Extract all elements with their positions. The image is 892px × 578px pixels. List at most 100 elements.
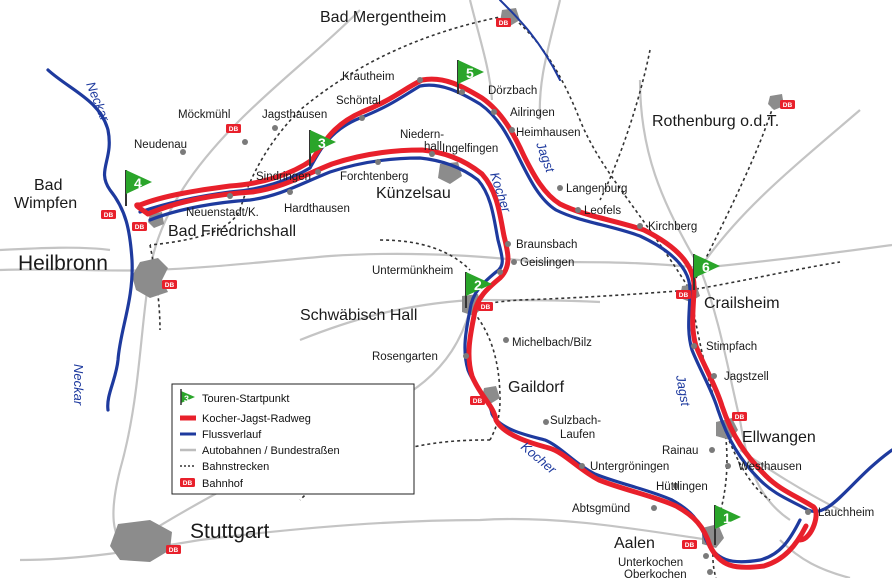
- svg-text:Autobahnen / Bundestraßen: Autobahnen / Bundestraßen: [202, 445, 340, 457]
- db-aalen: DB: [682, 540, 697, 549]
- label-neudenau: Neudenau: [134, 139, 187, 151]
- label-jagsthausen: Jagsthausen: [262, 109, 327, 121]
- label-moeckmuehl: Möckmühl: [178, 109, 230, 121]
- label-forchtenberg: Forchtenberg: [340, 171, 408, 183]
- legend: 3 Touren-Startpunkt Kocher-Jagst-Radweg …: [171, 383, 415, 495]
- db-schwaebisch-hall: DB: [478, 302, 493, 311]
- label-heilbronn: Heilbronn: [18, 252, 108, 275]
- label-schoental: Schöntal: [336, 95, 381, 107]
- db-bad-mergentheim: DB: [496, 18, 511, 27]
- flag-6: 6: [693, 254, 720, 290]
- legend-roads: Autobahnen / Bundestraßen: [180, 445, 340, 457]
- label-michelbach: Michelbach/Bilz: [512, 337, 592, 349]
- route-layer: [134, 76, 819, 570]
- flag-2: 2: [465, 272, 492, 308]
- label-bad-friedrichshall: Bad Friedrichshall: [168, 223, 296, 240]
- label-stimpfach: Stimpfach: [706, 341, 757, 353]
- label-untergroeningen: Untergröningen: [590, 461, 669, 473]
- db-bad-wimpfen: DB: [101, 210, 116, 219]
- svg-text:3: 3: [318, 135, 326, 151]
- label-ellwangen: Ellwangen: [742, 429, 816, 446]
- svg-text:DB: DB: [165, 282, 175, 289]
- label-hardthausen: Hardthausen: [284, 203, 350, 215]
- legend-start: 3 Touren-Startpunkt: [180, 389, 289, 405]
- svg-text:DB: DB: [135, 224, 145, 231]
- label-kirchberg: Kirchberg: [648, 221, 697, 233]
- db-heilbronn: DB: [162, 280, 177, 289]
- db-moeckmuehl: DB: [226, 124, 241, 133]
- label-unterkochen: Unterkochen: [618, 557, 683, 569]
- svg-text:2: 2: [474, 277, 482, 293]
- label-braunsbach: Braunsbach: [516, 239, 577, 251]
- start-flags: 1 2 3 4 5 6: [125, 60, 741, 545]
- svg-text:4: 4: [134, 175, 142, 191]
- label-ingelfingen: Ingelfingen: [442, 143, 498, 155]
- label-niedernhall-2: hall: [424, 141, 442, 153]
- label-oberkochen: Oberkochen: [624, 569, 687, 578]
- db-bad-friedrichshall: DB: [132, 222, 147, 231]
- label-bad-wimpfen-1: Bad: [34, 177, 62, 194]
- db-crailsheim: DB: [676, 290, 691, 299]
- db-rothenburg: DB: [780, 100, 795, 109]
- label-langenburg: Langenburg: [566, 183, 627, 195]
- svg-text:DB: DB: [481, 304, 491, 311]
- legend-river: Flussverlauf: [180, 429, 262, 441]
- svg-text:Touren-Startpunkt: Touren-Startpunkt: [202, 393, 289, 405]
- label-stuttgart: Stuttgart: [190, 520, 270, 543]
- label-bad-mergentheim: Bad Mergentheim: [320, 9, 446, 26]
- label-doerzbach: Dörzbach: [488, 85, 537, 97]
- label-heimhausen: Heimhausen: [516, 127, 581, 139]
- legend-station: DB Bahnhof: [180, 478, 244, 490]
- svg-text:DB: DB: [183, 480, 193, 487]
- heilbronn-area: [132, 258, 168, 298]
- label-jagstzell: Jagstzell: [724, 371, 769, 383]
- label-rosengarten: Rosengarten: [372, 351, 438, 363]
- flag-5: 5: [457, 60, 484, 94]
- label-jagst-low: Jagst: [673, 373, 694, 409]
- label-aalen: Aalen: [614, 535, 655, 552]
- db-stuttgart: DB: [166, 545, 181, 554]
- svg-text:Flussverlauf: Flussverlauf: [202, 429, 262, 441]
- svg-text:DB: DB: [783, 102, 793, 109]
- label-rainau: Rainau: [662, 445, 698, 457]
- svg-text:DB: DB: [473, 398, 483, 405]
- label-neckar-bottom: Neckar: [71, 364, 86, 406]
- legend-route: Kocher-Jagst-Radweg: [180, 413, 311, 425]
- label-schwaebisch-hall: Schwäbisch Hall: [300, 307, 417, 324]
- label-sindringen: Sindringen: [256, 171, 311, 183]
- svg-text:DB: DB: [499, 20, 509, 27]
- svg-text:DB: DB: [229, 126, 239, 133]
- label-krautheim: Krautheim: [342, 71, 394, 83]
- legend-rail: Bahnstrecken: [180, 461, 269, 473]
- stuttgart-area: [110, 520, 172, 562]
- label-neuenstadt: Neuenstadt/K.: [186, 207, 259, 219]
- label-gaildorf: Gaildorf: [508, 379, 565, 396]
- svg-text:DB: DB: [104, 212, 114, 219]
- town-labels: Möckmühl Jagsthausen Schöntal Krautheim …: [134, 71, 874, 578]
- svg-text:3: 3: [184, 394, 189, 404]
- label-niedernhall-1: Niedern-: [400, 129, 444, 141]
- label-bad-wimpfen-2: Wimpfen: [14, 195, 77, 212]
- label-rothenburg: Rothenburg o.d.T.: [652, 113, 779, 130]
- svg-text:DB: DB: [735, 414, 745, 421]
- route-link-1: [134, 202, 151, 217]
- route-kocher: [145, 147, 809, 570]
- town-dots: [180, 77, 811, 575]
- river-neckar: [46, 68, 134, 412]
- flag-3: 3: [309, 130, 336, 166]
- legend-box: [171, 383, 415, 495]
- label-abtsgmuend: Abtsgmünd: [572, 503, 630, 515]
- svg-text:DB: DB: [685, 542, 695, 549]
- label-westhausen: Westhausen: [738, 461, 802, 473]
- label-crailsheim: Crailsheim: [704, 295, 780, 312]
- svg-text:1: 1: [723, 510, 731, 526]
- label-ailringen: Ailringen: [510, 107, 555, 119]
- db-gaildorf: DB: [470, 396, 485, 405]
- label-sulzbach-1: Sulzbach-: [550, 415, 601, 427]
- river-small-1: [499, 0, 561, 81]
- label-jagst-top: Jagst: [533, 139, 559, 176]
- label-leofels: Leofels: [584, 205, 621, 217]
- label-kuenzelsau: Künzelsau: [376, 185, 451, 202]
